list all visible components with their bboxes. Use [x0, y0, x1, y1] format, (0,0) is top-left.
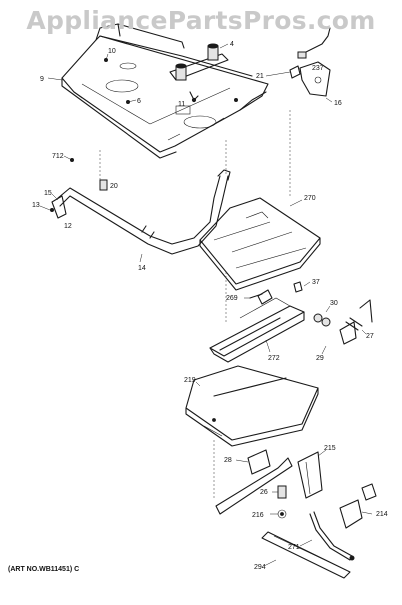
- label-294: 294: [254, 564, 266, 571]
- label-28: 28: [224, 457, 232, 464]
- label-269: 269: [226, 295, 238, 302]
- label-215: 215: [324, 445, 336, 452]
- lower-burner-part: [209, 289, 305, 363]
- label-10: 10: [108, 48, 116, 55]
- clip-part: [293, 281, 303, 293]
- label-4: 4: [230, 41, 234, 48]
- orifice-parts: [313, 299, 373, 345]
- bracket-part: [289, 27, 331, 97]
- label-27: 27: [366, 333, 374, 340]
- sensor-part: [309, 483, 377, 561]
- label-37: 37: [312, 279, 320, 286]
- label-272: 272: [268, 355, 280, 362]
- burner-box-part: [61, 23, 269, 159]
- label-29: 29: [316, 355, 324, 362]
- label-11: 11: [178, 101, 185, 108]
- label-271: 271: [288, 544, 300, 551]
- broil-pan-part: [185, 365, 319, 447]
- label-21: 21: [256, 73, 264, 80]
- label-214: 214: [376, 511, 388, 518]
- heat-deflector-part: [199, 197, 321, 291]
- label-12: 12: [64, 223, 72, 230]
- label-219: 219: [184, 377, 196, 384]
- art-number-caption: (ART NO.WB11451) C: [8, 566, 80, 573]
- label-13: 13: [32, 202, 40, 209]
- rail-part: [261, 531, 351, 579]
- bottom-igniter-part: [215, 449, 323, 519]
- burner-tube-part: [51, 169, 231, 255]
- label-712: 712: [52, 153, 64, 160]
- valve-block-part: [169, 43, 229, 81]
- screw-part: [189, 91, 199, 103]
- label-9: 9: [40, 76, 44, 83]
- watermark: AppliancePartsPros.com: [26, 6, 376, 35]
- label-6: 6: [137, 98, 141, 105]
- label-237: 237: [312, 65, 324, 72]
- label-270: 270: [304, 195, 316, 202]
- label-20: 20: [110, 183, 118, 190]
- label-15: 15: [44, 190, 52, 197]
- label-26: 26: [260, 489, 268, 496]
- label-14: 14: [138, 265, 146, 272]
- label-16: 16: [334, 100, 342, 107]
- label-216: 216: [252, 512, 264, 519]
- label-30: 30: [330, 300, 338, 307]
